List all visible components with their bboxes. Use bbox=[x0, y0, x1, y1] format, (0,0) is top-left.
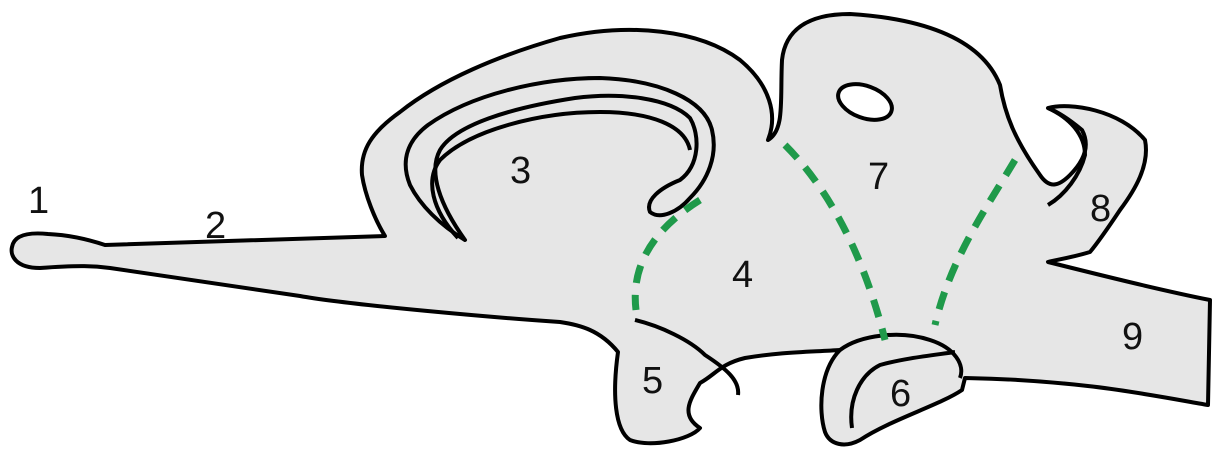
label-5: 5 bbox=[642, 362, 663, 400]
label-9: 9 bbox=[1122, 318, 1143, 356]
label-1: 1 bbox=[28, 182, 49, 220]
label-7: 7 bbox=[868, 158, 889, 196]
label-4: 4 bbox=[732, 256, 753, 294]
label-3: 3 bbox=[510, 152, 531, 190]
label-6: 6 bbox=[890, 375, 911, 413]
label-8: 8 bbox=[1090, 190, 1111, 228]
label-2: 2 bbox=[205, 207, 226, 245]
